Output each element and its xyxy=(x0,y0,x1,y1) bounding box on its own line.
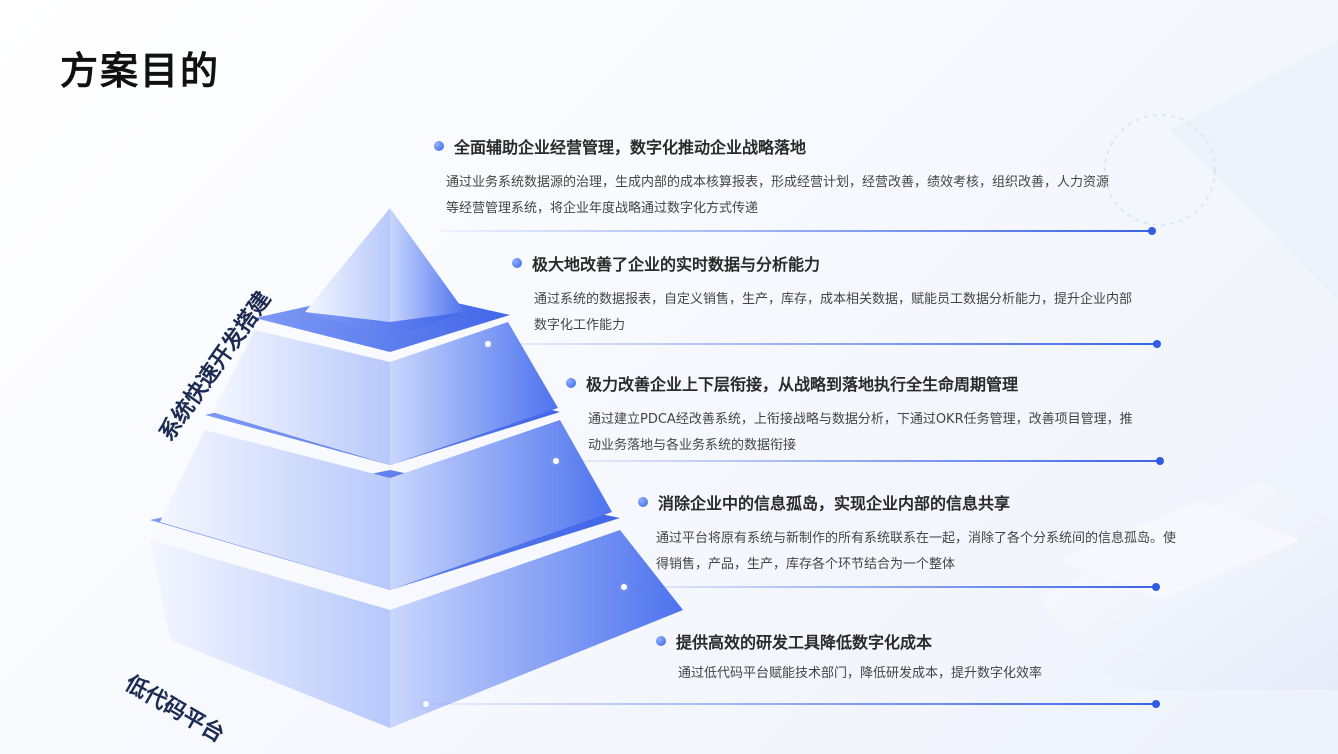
connector-line-1 xyxy=(440,230,1152,232)
connector-dot-2 xyxy=(1153,340,1161,348)
connector-start-4 xyxy=(621,584,627,590)
bullet-icon xyxy=(512,258,522,268)
goal-title: 全面辅助企业经营管理，数字化推动企业战略落地 xyxy=(454,138,807,157)
pyramid-tier-2 xyxy=(305,208,465,338)
connector-line-4 xyxy=(624,586,1156,588)
connector-line-5 xyxy=(426,703,1156,705)
goal-description: 通过平台将原有系统与新制作的所有系统联系在一起，消除了各个分系统间的信息孤岛。使… xyxy=(656,531,1177,572)
bullet-icon xyxy=(638,497,648,507)
connector-start-5 xyxy=(423,701,429,707)
page-title: 方案目的 xyxy=(60,49,221,93)
goal-title: 提供高效的研发工具降低数字化成本 xyxy=(676,633,933,652)
connector-start-2 xyxy=(485,341,491,347)
goal-item-4: 消除企业中的信息孤岛，实现企业内部的信息共享 通过平台将原有系统与新制作的所有系… xyxy=(638,490,1178,578)
bullet-icon xyxy=(566,378,576,388)
connector-dot-3 xyxy=(1156,457,1164,465)
goal-title: 极大地改善了企业的实时数据与分析能力 xyxy=(532,255,821,274)
goal-item-5: 提供高效的研发工具降低数字化成本 通过低代码平台赋能技术部门，降低研发成本，提升… xyxy=(656,629,1176,687)
connector-start-3 xyxy=(553,458,559,464)
bullet-icon xyxy=(434,141,444,151)
connector-dot-4 xyxy=(1152,583,1160,591)
goal-description: 通过业务系统数据源的治理，生成内部的成本核算报表，形成经营计划，经营改善，绩效考… xyxy=(446,175,1110,216)
connector-dot-1 xyxy=(1148,227,1156,235)
connector-dot-5 xyxy=(1152,700,1160,708)
goal-description: 通过建立PDCA经改善系统，上衔接战略与数据分析，下通过OKR任务管理，改善项目… xyxy=(588,412,1133,453)
bullet-icon xyxy=(656,636,666,646)
goal-title: 消除企业中的信息孤岛，实现企业内部的信息共享 xyxy=(658,494,1011,513)
goal-description: 通过低代码平台赋能技术部门，降低研发成本，提升数字化效率 xyxy=(678,666,1043,681)
goal-item-2: 极大地改善了企业的实时数据与分析能力 通过系统的数据报表，自定义销售，生产，库存… xyxy=(512,251,1132,339)
goal-description: 通过系统的数据报表，自定义销售，生产，库存，成本相关数据，赋能员工数据分析能力，… xyxy=(534,292,1133,333)
connector-line-2 xyxy=(488,343,1156,345)
goal-title: 极力改善企业上下层衔接，从战略到落地执行全生命周期管理 xyxy=(586,375,1019,394)
goal-item-1: 全面辅助企业经营管理，数字化推动企业战略落地 通过业务系统数据源的治理，生成内部… xyxy=(434,134,1114,222)
goal-item-3: 极力改善企业上下层衔接，从战略到落地执行全生命周期管理 通过建立PDCA经改善系… xyxy=(566,371,1136,459)
connector-line-3 xyxy=(556,460,1160,462)
